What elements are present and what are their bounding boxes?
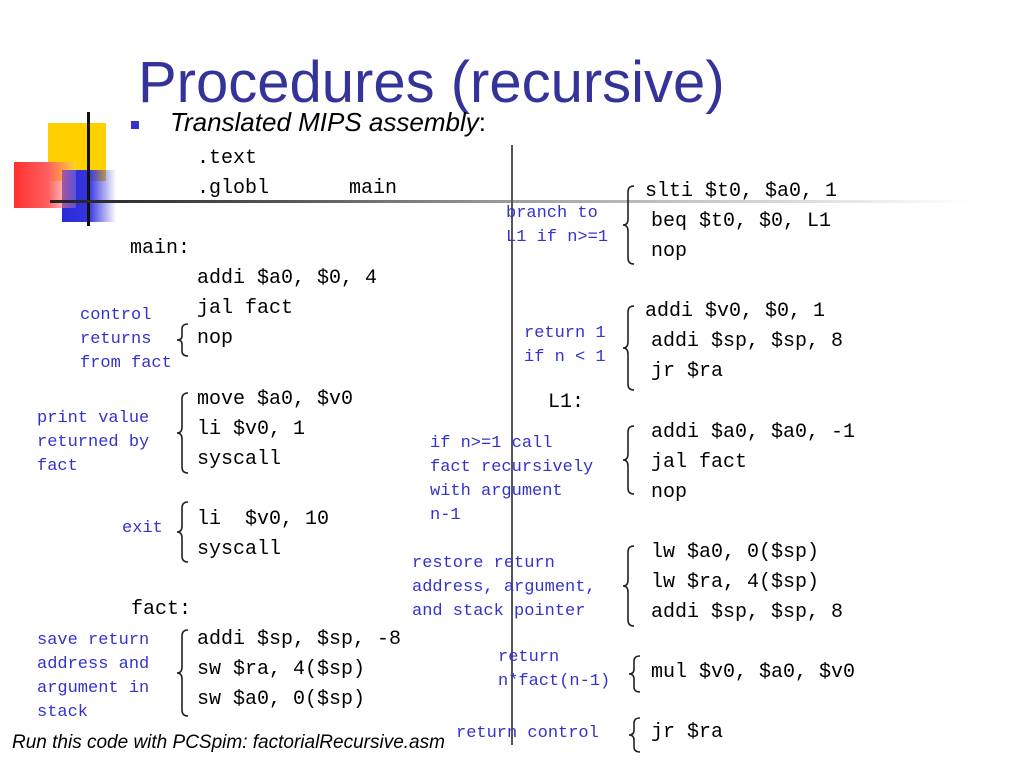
code-line: nop xyxy=(651,481,688,504)
annotation-line: stack xyxy=(37,703,89,722)
code-line: li $v0, 10 xyxy=(197,508,330,531)
code-line: sw $a0, 0($sp) xyxy=(197,688,366,711)
subtitle-suffix: : xyxy=(478,107,486,137)
annotation-return-control: return control xyxy=(456,724,599,743)
annotation-line: and stack pointer xyxy=(412,602,586,621)
annotation-line: returned by xyxy=(37,433,150,452)
annotation-line: return 1 xyxy=(524,324,606,343)
code-line: jal fact xyxy=(197,297,294,320)
annotation-line: address, argument, xyxy=(412,578,596,597)
directive-globl-arg: main xyxy=(349,177,398,200)
code-line: syscall xyxy=(197,538,282,561)
bullet-marker xyxy=(131,121,139,129)
code-line: slti $t0, $a0, 1 xyxy=(645,180,838,203)
annotation-line: branch to xyxy=(506,204,598,223)
slide-subtitle: Translated MIPS assembly: xyxy=(170,106,486,138)
code-line: addi $a0, $a0, -1 xyxy=(651,421,856,444)
footer-note: Run this code with PCSpim: factorialRecu… xyxy=(12,732,445,753)
annotation-line: restore return xyxy=(412,554,555,573)
label-l1: L1: xyxy=(548,391,585,414)
brace-icon xyxy=(622,305,635,391)
code-line: lw $ra, 4($sp) xyxy=(651,571,820,594)
code-line: move $a0, $v0 xyxy=(197,388,354,411)
code-line: syscall xyxy=(197,448,282,471)
annotation-line: fact recursively xyxy=(430,458,594,477)
code-line: li $v0, 1 xyxy=(197,418,306,441)
code-line: addi $sp, $sp, -8 xyxy=(197,628,402,651)
annotation-line: if n>=1 call xyxy=(430,434,553,453)
annotation-line: save return xyxy=(37,631,150,650)
code-line-jr: jr $ra xyxy=(651,721,724,744)
label-main: main: xyxy=(130,237,191,260)
brace-icon xyxy=(622,545,635,627)
annotation-line: fact xyxy=(37,457,78,476)
annotation-exit: exit xyxy=(122,519,163,538)
annotation-line: from fact xyxy=(80,354,172,373)
annotation-line: address and xyxy=(37,655,150,674)
code-line: addi $sp, $sp, 8 xyxy=(651,601,844,624)
code-line: jr $ra xyxy=(651,360,724,383)
annotation-line: with argument xyxy=(430,482,563,501)
column-divider xyxy=(511,145,513,745)
brace-icon xyxy=(628,655,641,693)
code-line-mul: mul $v0, $a0, $v0 xyxy=(651,661,856,684)
brace-icon xyxy=(628,717,641,753)
annotation-line: if n < 1 xyxy=(524,348,606,367)
directive-globl: .globl xyxy=(197,177,270,200)
annotation-line: L1 if n>=1 xyxy=(506,228,609,247)
annotation-line: n*fact(n-1) xyxy=(498,672,611,691)
brace-icon xyxy=(622,185,635,265)
logo-vertical-line xyxy=(87,112,90,226)
code-line: jal fact xyxy=(651,451,748,474)
code-line: sw $ra, 4($sp) xyxy=(197,658,366,681)
code-line: addi $v0, $0, 1 xyxy=(645,300,826,323)
directive-text: .text xyxy=(197,147,258,170)
code-line: beq $t0, $0, L1 xyxy=(651,210,832,233)
slide-title: Procedures (recursive) xyxy=(138,50,725,115)
code-line: nop xyxy=(651,240,688,263)
brace-icon xyxy=(176,323,189,357)
brace-icon xyxy=(176,501,189,563)
brace-icon xyxy=(176,629,189,717)
annotation-line: returns xyxy=(80,330,152,349)
subtitle-text: Translated MIPS assembly xyxy=(170,107,479,137)
logo-horizontal-line xyxy=(50,200,970,203)
code-line: addi $a0, $0, 4 xyxy=(197,267,378,290)
code-line: addi $sp, $sp, 8 xyxy=(651,330,844,353)
brace-icon xyxy=(622,425,635,495)
brace-icon xyxy=(176,392,189,474)
label-fact: fact: xyxy=(131,598,192,621)
annotation-line: argument in xyxy=(37,679,150,698)
annotation-line: print value xyxy=(37,409,150,428)
annotation-line: n-1 xyxy=(430,506,461,525)
annotation-line: control xyxy=(80,306,152,325)
code-line: lw $a0, 0($sp) xyxy=(651,541,820,564)
annotation-line: return xyxy=(498,648,560,667)
code-line: nop xyxy=(197,327,234,350)
